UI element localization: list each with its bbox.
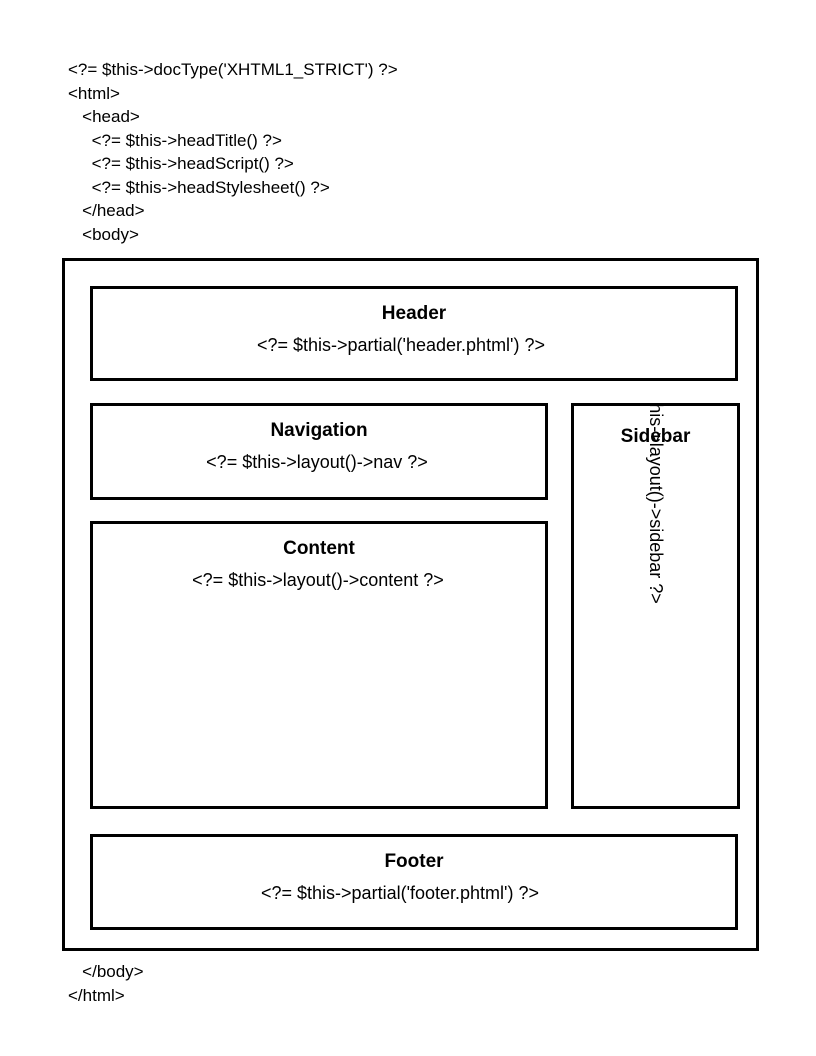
code-line-html-close: </html>: [68, 985, 125, 1005]
code-line-headscript: <?= $this->headScript() ?>: [68, 154, 294, 173]
code-line-doctype: <?= $this->docType('XHTML1_STRICT') ?>: [68, 60, 398, 79]
region-sidebar-title: Sidebar: [620, 426, 691, 447]
region-content-title: Content: [283, 538, 355, 559]
region-sidebar: Sidebar <?= $this->layout()->sidebar ?>: [571, 403, 740, 809]
region-navigation-code: <?= $this->layout()->nav ?>: [206, 452, 428, 472]
region-header: Header <?= $this->partial('header.phtml'…: [90, 286, 738, 381]
code-line-body-close: </body>: [68, 962, 144, 981]
region-header-title: Header: [381, 303, 447, 324]
code-line-head-open: <head>: [68, 107, 140, 126]
region-footer: Footer <?= $this->partial('footer.phtml'…: [90, 834, 738, 930]
layout-body-frame: Header <?= $this->partial('header.phtml'…: [62, 258, 759, 951]
code-line-headtitle: <?= $this->headTitle() ?>: [68, 130, 282, 150]
region-sidebar-code: <?= $this->layout()->sidebar ?>: [645, 403, 666, 604]
region-navigation: Navigation <?= $this->layout()->nav ?>: [90, 403, 548, 500]
region-footer-code: <?= $this->partial('footer.phtml') ?>: [260, 883, 540, 903]
code-line-body-open: <body>: [68, 224, 139, 244]
region-header-code: <?= $this->partial('header.phtml') ?>: [256, 335, 546, 355]
region-content-code: <?= $this->layout()->content ?>: [192, 570, 444, 590]
code-block-bottom: </body> </html>: [68, 960, 728, 1007]
code-line-html-open: <html>: [68, 83, 120, 103]
region-footer-title: Footer: [384, 851, 444, 872]
region-navigation-title: Navigation: [270, 420, 368, 441]
code-line-head-close: </head>: [68, 201, 145, 220]
region-sidebar-code-wrap: <?= $this->layout()->sidebar ?>: [574, 406, 737, 806]
region-content: Content <?= $this->layout()->content ?>: [90, 521, 548, 809]
code-line-headstylesheet: <?= $this->headStylesheet() ?>: [68, 177, 330, 197]
code-block-top: <?= $this->docType('XHTML1_STRICT') ?> <…: [68, 58, 728, 246]
